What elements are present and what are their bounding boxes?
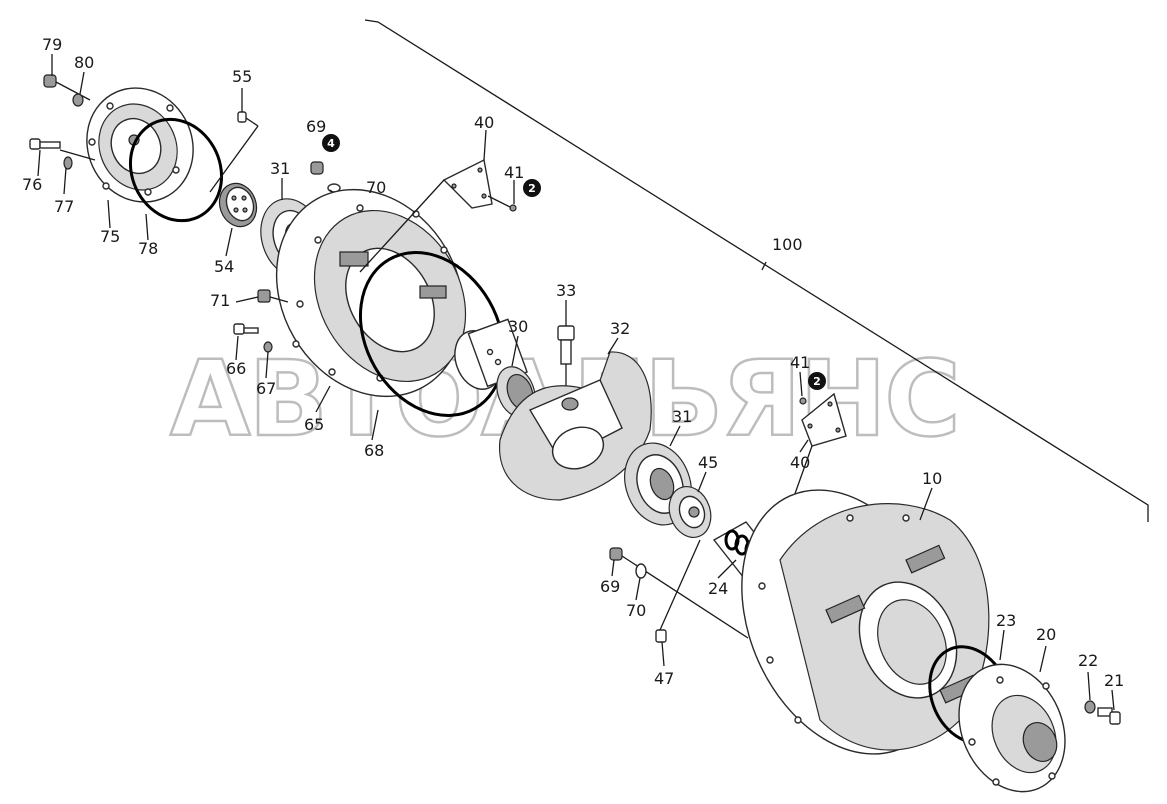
label-23: 23	[996, 611, 1016, 630]
label-65: 65	[304, 415, 324, 434]
label-33: 33	[556, 281, 576, 300]
label-30: 30	[508, 317, 528, 336]
svg-text:2: 2	[528, 182, 536, 195]
nut-71	[257, 289, 289, 303]
plug-69-lower	[609, 547, 623, 561]
badge-4: 4	[322, 134, 340, 152]
washer-67	[263, 341, 273, 353]
label-24: 24	[708, 579, 728, 598]
label-21: 21	[1104, 671, 1124, 690]
label-10: 10	[922, 469, 942, 488]
screw-55	[209, 111, 259, 193]
label-71: 71	[210, 291, 230, 310]
label-67: 67	[256, 379, 276, 398]
badge-2-upper: 2	[523, 179, 541, 197]
housing-10	[741, 489, 990, 755]
label-54: 54	[214, 257, 234, 276]
label-20: 20	[1036, 625, 1056, 644]
carrier-32	[498, 351, 652, 501]
badge-2-lower: 2	[808, 372, 826, 390]
bolt-21	[1097, 707, 1121, 725]
label-69-lower: 69	[600, 577, 620, 596]
cover-20	[958, 663, 1066, 793]
o-ring-78	[128, 117, 224, 223]
label-40-upper: 40	[474, 113, 494, 132]
washer-80	[72, 93, 84, 107]
bolt-76	[29, 138, 96, 161]
label-22: 22	[1078, 651, 1098, 670]
label-76: 76	[22, 175, 42, 194]
label-100: 100	[772, 235, 803, 254]
label-32: 32	[610, 319, 630, 338]
bracket-tick	[761, 261, 767, 271]
svg-text:4: 4	[327, 137, 335, 150]
washer-22	[1084, 700, 1096, 714]
label-77: 77	[54, 197, 74, 216]
plug-69-upper	[310, 161, 324, 175]
label-41-upper: 41	[504, 163, 524, 182]
cover-75	[86, 87, 194, 203]
label-78: 78	[138, 239, 158, 258]
label-70-lower: 70	[626, 601, 646, 620]
label-75: 75	[100, 227, 120, 246]
label-45: 45	[698, 453, 718, 472]
screw-41-upper	[487, 195, 517, 212]
screw-47	[655, 539, 701, 643]
label-66: 66	[226, 359, 246, 378]
seal-45	[668, 486, 712, 538]
screw-41-lower	[799, 397, 807, 405]
leader-lines	[37, 54, 1115, 711]
label-55: 55	[232, 67, 252, 86]
bolt-66	[233, 323, 259, 335]
ring-70-lower	[635, 563, 647, 579]
label-68: 68	[364, 441, 384, 460]
label-31-upper: 31	[270, 159, 290, 178]
label-70-upper: 70	[366, 178, 386, 197]
washer-77	[63, 156, 73, 170]
o-ring-68	[358, 251, 506, 417]
screw-79	[43, 74, 91, 101]
svg-text:2: 2	[813, 375, 821, 388]
label-41-lower: 41	[790, 353, 810, 372]
shaft-30	[454, 318, 536, 418]
plate-40-upper	[359, 158, 493, 273]
label-31-lower: 31	[672, 407, 692, 426]
part-labels: 79 80 76 77 75 78 55 54 31 69 70 40 41 1…	[22, 35, 1124, 690]
label-80: 80	[74, 53, 94, 72]
label-47: 47	[654, 669, 674, 688]
disc-54	[218, 182, 258, 228]
label-79: 79	[42, 35, 62, 54]
label-69-upper: 69	[306, 117, 326, 136]
assembly-bracket-line	[364, 19, 1149, 522]
screw-33	[557, 325, 575, 390]
label-40-lower: 40	[790, 453, 810, 472]
